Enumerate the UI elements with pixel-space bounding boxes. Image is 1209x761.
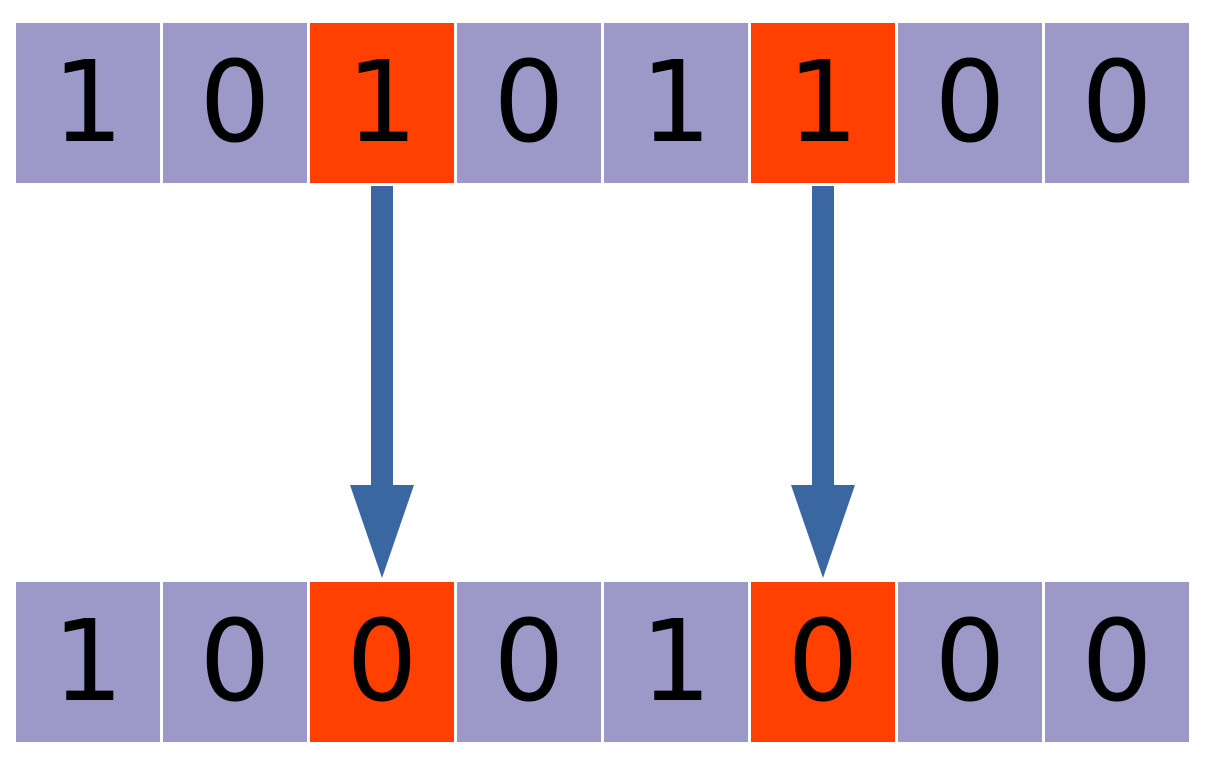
arrow-shaft — [371, 186, 393, 487]
bit-cell: 0 — [1045, 582, 1189, 742]
bit-cell: 1 — [16, 23, 160, 183]
bit-cell: 0 — [1045, 23, 1189, 183]
bit-cell: 0 — [898, 582, 1042, 742]
bit-cell: 0 — [163, 582, 307, 742]
bit-cell-highlighted: 0 — [751, 582, 895, 742]
bit-cell: 1 — [604, 23, 748, 183]
arrow-shaft — [812, 186, 834, 487]
bit-cell: 0 — [163, 23, 307, 183]
bit-cell: 1 — [604, 582, 748, 742]
arrow-head — [350, 485, 414, 578]
arrow-head — [791, 485, 855, 578]
bit-cell: 1 — [16, 582, 160, 742]
bit-cell: 0 — [457, 23, 601, 183]
bit-cell-highlighted: 1 — [751, 23, 895, 183]
bit-cell-highlighted: 1 — [310, 23, 454, 183]
bit-cell: 0 — [898, 23, 1042, 183]
down-arrow-icon — [791, 186, 855, 578]
bit-cell-highlighted: 0 — [310, 582, 454, 742]
down-arrow-icon — [350, 186, 414, 578]
bit-cell: 0 — [457, 582, 601, 742]
